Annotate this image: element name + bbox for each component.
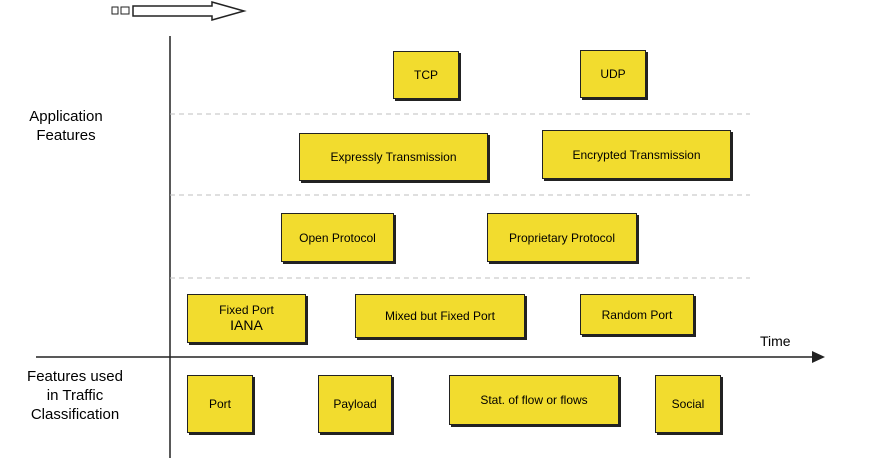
social-box: Social	[655, 375, 721, 433]
stat-flow-box: Stat. of flow or flows	[449, 375, 619, 425]
port-box: Port	[187, 375, 253, 433]
port-box-text: Port	[208, 397, 231, 411]
social-box-text: Social	[671, 397, 705, 411]
random-port-box-text: Random Port	[601, 307, 673, 322]
fixed-port-box: Fixed Port IANA	[187, 294, 306, 343]
mixed-fixed-port-box-text: Mixed but Fixed Port	[384, 309, 496, 323]
open-protocol-box-text: Open Protocol	[299, 230, 376, 245]
payload-box-text: Payload	[333, 397, 377, 411]
application-features-label-line: Features	[36, 127, 96, 144]
application-features-label-line: Application	[29, 108, 103, 125]
classification-features-label-line: Features used	[27, 368, 123, 385]
encrypted-transmission-box: Encrypted Transmission	[542, 130, 731, 179]
udp-box-text: UDP	[600, 67, 626, 81]
tcp-box: TCP	[393, 51, 459, 99]
payload-box: Payload	[318, 375, 392, 433]
fixed-port-box-text: IANA	[230, 317, 263, 333]
x-axis-arrowhead	[812, 351, 825, 363]
expressly-transmission-box-text: Expressly Transmission	[330, 150, 457, 164]
open-protocol-box: Open Protocol	[281, 213, 394, 262]
expressly-transmission-box: Expressly Transmission	[299, 133, 488, 181]
proprietary-protocol-box-text: Proprietary Protocol	[508, 230, 616, 245]
mixed-fixed-port-box: Mixed but Fixed Port	[355, 294, 525, 338]
classification-features-label-line: Classification	[30, 406, 120, 423]
proprietary-protocol-box: Proprietary Protocol	[487, 213, 637, 262]
stat-flow-box-text: Stat. of flow or flows	[480, 393, 588, 407]
arrow-icon	[111, 1, 247, 21]
tcp-box-text: TCP	[414, 68, 438, 82]
time-axis-label: Time	[760, 333, 791, 349]
classification-features-label-line: in Traffic	[46, 387, 104, 404]
encrypted-transmission-box-text: Encrypted Transmission	[572, 147, 701, 162]
classification-features-label: Features used in Traffic Classification	[10, 367, 140, 424]
random-port-box: Random Port	[580, 294, 694, 335]
fixed-port-box-text: Fixed Port	[219, 303, 274, 317]
application-features-label: Application Features	[18, 107, 114, 145]
udp-box: UDP	[580, 50, 646, 98]
